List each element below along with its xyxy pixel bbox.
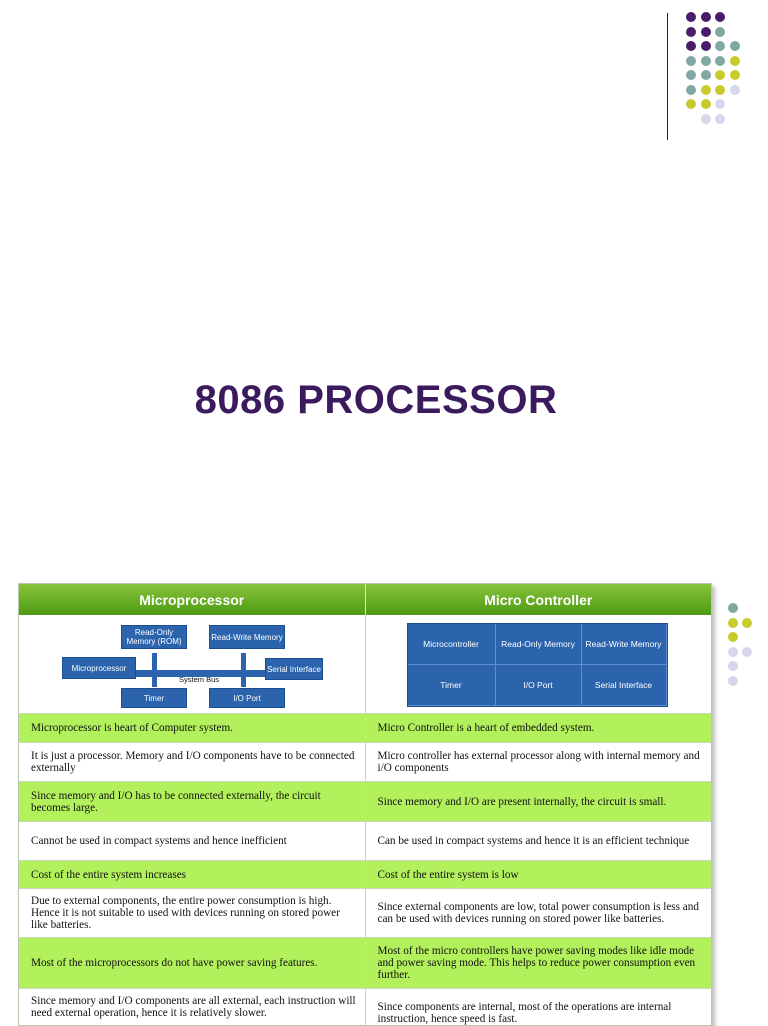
decorative-dot <box>686 99 696 109</box>
decorative-dot <box>700 55 711 66</box>
cell-micro-controller: Cost of the entire system is low <box>364 861 712 888</box>
decorative-dot <box>728 617 738 628</box>
slide-title: 8086 PROCESSOR <box>194 378 558 422</box>
table-row: Most of the microprocessors do not have … <box>19 938 711 989</box>
cell-microprocessor: Cost of the entire system increases <box>31 868 187 881</box>
cell-microprocessor: Most of the microprocessors do not have … <box>31 957 318 969</box>
decorative-dot <box>729 84 740 95</box>
cell-microprocessor: Since memory and I/O has to be connected… <box>31 789 321 814</box>
decorative-dot <box>686 55 696 66</box>
microprocessor-block: Microprocessor <box>62 657 136 679</box>
decorative-dot <box>728 603 738 613</box>
decorative-dot <box>700 113 711 124</box>
decorative-dot <box>715 99 725 109</box>
decorative-dot <box>729 70 740 80</box>
cell-micro-controller: Since components are internal, most of t… <box>364 989 712 1025</box>
cell-micro-controller: Since memory and I/O are present interna… <box>364 782 712 821</box>
decorative-dot <box>715 55 725 66</box>
table-row: Cannot be used in compact systems and he… <box>19 822 711 861</box>
decorative-dot <box>686 12 696 22</box>
cell-micro-controller: Since external components are low, total… <box>364 889 712 937</box>
table-row: Since memory and I/O has to be connected… <box>19 782 711 822</box>
rom-block: Read-Only Memory (ROM) <box>121 625 187 649</box>
decorative-dot <box>700 26 711 37</box>
decorative-dot <box>715 41 725 51</box>
table-row: Cost of the entire system increases Cost… <box>19 861 711 889</box>
header-microprocessor: Microprocessor <box>139 591 245 608</box>
decorative-dot <box>715 70 725 80</box>
microprocessor-diagram: Read-Only Memory (ROM) Read-Write Memory… <box>19 615 365 713</box>
mc-cell-timer: Timer <box>407 665 496 706</box>
cell-microprocessor: Microprocessor is heart of Computer syst… <box>31 722 233 734</box>
decorative-dot <box>715 84 725 95</box>
decorative-dot <box>700 84 711 95</box>
mc-cell-rom: Read-Only Memory <box>495 624 582 665</box>
cell-microprocessor: Due to external components, the entire p… <box>31 895 340 931</box>
diagram-row: Read-Only Memory (ROM) Read-Write Memory… <box>19 615 711 714</box>
cell-micro-controller: Most of the micro controllers have power… <box>364 938 712 988</box>
serial-interface-block: Serial Interface <box>265 658 323 680</box>
divider-line <box>667 13 668 140</box>
table-row: Due to external components, the entire p… <box>19 889 711 938</box>
microcontroller-grid: Microcontroller Read-Only Memory Read-Wr… <box>406 623 668 707</box>
decorative-dot <box>700 41 711 51</box>
bus-connector <box>152 653 157 687</box>
table-row: Microprocessor is heart of Computer syst… <box>19 714 711 743</box>
cell-microprocessor: Since memory and I/O components are all … <box>31 995 356 1019</box>
bus-connector <box>241 653 246 687</box>
timer-block: Timer <box>121 688 187 708</box>
header-micro-controller: Micro Controller <box>364 584 712 615</box>
system-bus-label: System Bus <box>179 675 220 684</box>
decorative-dot <box>742 646 752 657</box>
decorative-dot <box>729 41 740 51</box>
decorative-dot <box>715 26 725 37</box>
mc-cell-microcontroller: Microcontroller <box>407 624 496 665</box>
decorative-dot <box>729 55 740 66</box>
table-header: Microprocessor Micro Controller <box>19 584 711 615</box>
comparison-table: Microprocessor Micro Controller Read-Onl… <box>18 583 712 1026</box>
decorative-dot <box>686 70 696 80</box>
cell-micro-controller: Micro controller has external processor … <box>364 743 712 781</box>
decorative-dot <box>728 661 738 671</box>
decorative-dot <box>686 41 696 51</box>
io-port-block: I/O Port <box>209 688 285 708</box>
table-row: Since memory and I/O components are all … <box>19 989 712 1025</box>
mc-cell-serial-interface: Serial Interface <box>581 665 667 706</box>
cell-microprocessor: Cannot be used in compact systems and he… <box>31 835 287 847</box>
decorative-dot <box>715 113 725 124</box>
system-bus-bar <box>95 670 273 677</box>
microcontroller-diagram: Microcontroller Read-Only Memory Read-Wr… <box>364 615 712 713</box>
cell-micro-controller: Micro Controller is a heart of embedded … <box>364 714 712 742</box>
cell-micro-controller: Can be used in compact systems and hence… <box>364 822 712 860</box>
cell-microprocessor: It is just a processor. Memory and I/O c… <box>31 750 355 774</box>
decorative-dot <box>700 70 711 80</box>
decorative-dot <box>728 675 738 686</box>
mc-cell-io-port: I/O Port <box>495 665 582 706</box>
decorative-dot <box>686 84 696 95</box>
decorative-dot <box>700 99 711 109</box>
decorative-dot <box>686 26 696 37</box>
decorative-dot <box>728 632 738 642</box>
decorative-dot <box>715 12 725 22</box>
table-row: It is just a processor. Memory and I/O c… <box>19 743 711 782</box>
read-write-memory-block: Read-Write Memory <box>209 625 285 649</box>
decorative-dot <box>742 617 752 628</box>
decorative-dot <box>728 646 738 657</box>
mc-cell-ram: Read-Write Memory <box>581 624 667 665</box>
decorative-dot <box>700 12 711 22</box>
